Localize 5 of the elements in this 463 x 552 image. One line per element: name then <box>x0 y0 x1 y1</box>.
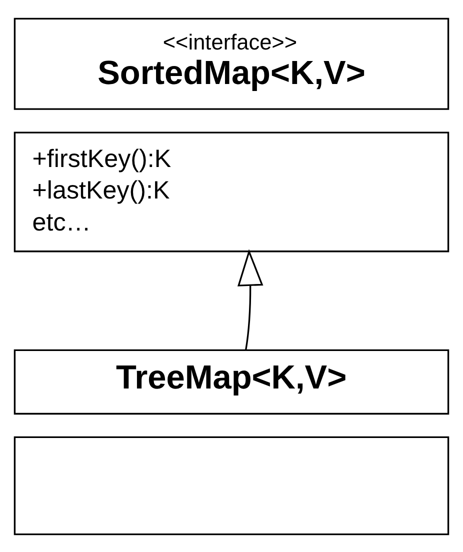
arrow <box>237 248 264 350</box>
node-box: +firstKey():K +lastKey():K etc… <box>14 131 450 252</box>
node-box: TreeMap<K,V> <box>14 348 450 414</box>
node-box <box>14 436 450 535</box>
node-box: <<interface>> SortedMap<K,V> <box>14 17 450 110</box>
